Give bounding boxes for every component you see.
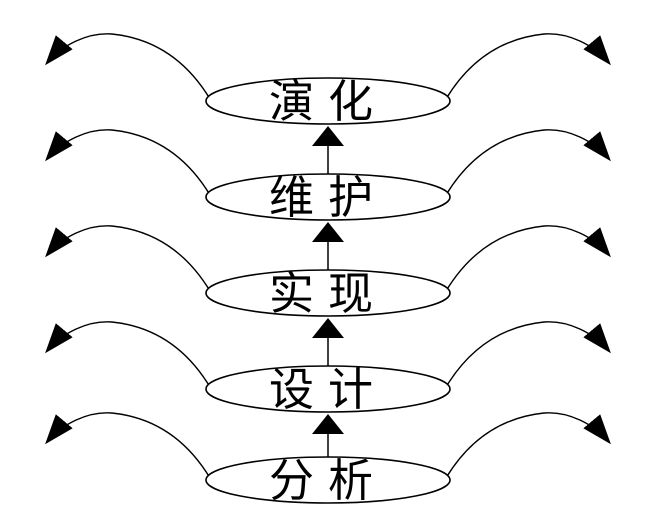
stage-label: 设计 <box>269 363 387 416</box>
stage-label: 实现 <box>269 267 387 320</box>
stage-row: 维护 <box>45 129 611 224</box>
stage-ellipse <box>205 365 451 413</box>
iteration-arrow-left <box>45 321 211 388</box>
flow-arrowhead-icon <box>312 126 344 146</box>
iteration-arrow-right <box>445 412 611 479</box>
stage-ellipse <box>205 269 451 317</box>
stage-ellipse <box>205 77 451 125</box>
iteration-arrow-right <box>445 129 611 196</box>
iteration-arrow-left <box>45 412 211 479</box>
iteration-arrow-right <box>445 33 611 100</box>
iteration-arrow-left <box>45 129 211 196</box>
stage-ellipse <box>205 456 451 504</box>
stage-row: 实现 <box>45 225 611 320</box>
stage-ellipse <box>205 173 451 221</box>
stage-label: 分析 <box>269 454 387 507</box>
stage-row: 分析 <box>45 412 611 507</box>
flow-arrow <box>312 414 344 459</box>
flow-arrow <box>312 222 344 272</box>
stage-label: 演化 <box>269 75 387 128</box>
flow-arrowhead-icon <box>312 414 344 434</box>
flow-arrowhead-icon <box>312 222 344 242</box>
stage-row: 演化 <box>45 33 611 128</box>
flow-arrow <box>312 126 344 176</box>
iteration-arrow-right <box>445 225 611 292</box>
flow-arrowhead-icon <box>312 318 344 338</box>
stage-label: 维护 <box>269 171 387 224</box>
iteration-arrow-right <box>445 321 611 388</box>
iteration-arrow-left <box>45 33 211 100</box>
iteration-arrow-left <box>45 225 211 292</box>
flow-arrow <box>312 318 344 368</box>
stage-row: 设计 <box>45 321 611 416</box>
flow-arrows-layer <box>312 126 344 459</box>
